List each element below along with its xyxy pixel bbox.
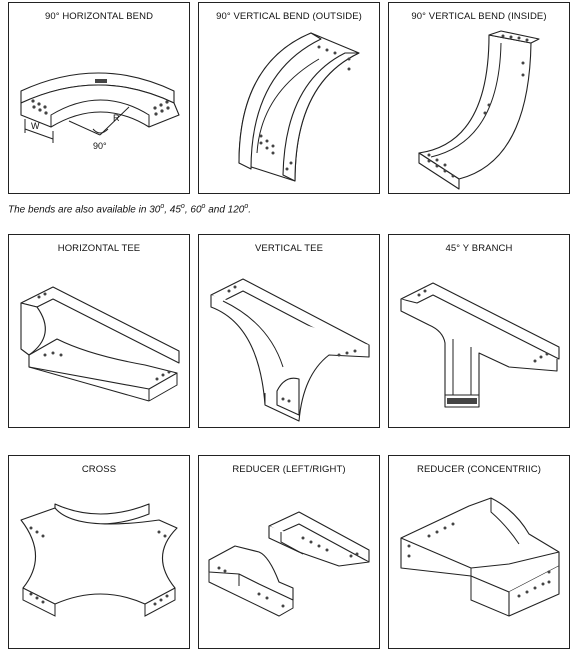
panel-title: 90° HORIZONTAL BEND — [44, 11, 154, 22]
radius-label: R — [113, 113, 120, 123]
reducer-left-right-icon — [208, 511, 370, 617]
panel-cross: CROSS — [8, 455, 190, 649]
horizontal-tee-icon — [20, 286, 180, 402]
panel-horizontal-bend: 90° HORIZONTAL BEND W R 90° — [8, 2, 190, 194]
vertical-tee-icon — [210, 278, 370, 422]
panel-title: REDUCER (LEFT/RIGHT) — [232, 464, 346, 475]
width-label: W — [31, 121, 40, 131]
panel-title: CROSS — [81, 464, 117, 475]
bend-angles-note: The bends are also available in 30o, 45o… — [8, 203, 252, 216]
panel-title: VERTICAL TEE — [254, 243, 324, 254]
vertical-bend-inside-icon — [418, 30, 540, 190]
horizontal-bend-icon: W R 90° — [20, 72, 180, 151]
panel-vertical-bend-inside: 90° VERTICAL BEND (INSIDE) — [388, 2, 570, 194]
y-branch-icon — [400, 282, 560, 408]
panel-horizontal-tee: HORIZONTAL TEE — [8, 234, 190, 428]
panel-title: 90° VERTICAL BEND (OUTSIDE) — [216, 11, 362, 22]
cross-icon — [20, 503, 178, 617]
angle-label: 90° — [93, 141, 107, 151]
reducer-concentric-icon — [400, 497, 560, 617]
panel-title: REDUCER (CONCENTRIIC) — [416, 464, 541, 475]
panel-title: HORIZONTAL TEE — [57, 243, 141, 254]
panel-vertical-bend-outside: 90° VERTICAL BEND (OUTSIDE) — [198, 2, 380, 194]
panel-y-branch: 45° Y BRANCH — [388, 234, 570, 428]
panel-title: 90° VERTICAL BEND (INSIDE) — [411, 11, 547, 22]
vertical-bend-outside-icon — [238, 32, 360, 182]
panel-vertical-tee: VERTICAL TEE — [198, 234, 380, 428]
panel-title: 45° Y BRANCH — [445, 243, 513, 254]
panel-reducer-left-right: REDUCER (LEFT/RIGHT) — [198, 455, 380, 649]
panel-reducer-concentric: REDUCER (CONCENTRIIC) — [388, 455, 570, 649]
